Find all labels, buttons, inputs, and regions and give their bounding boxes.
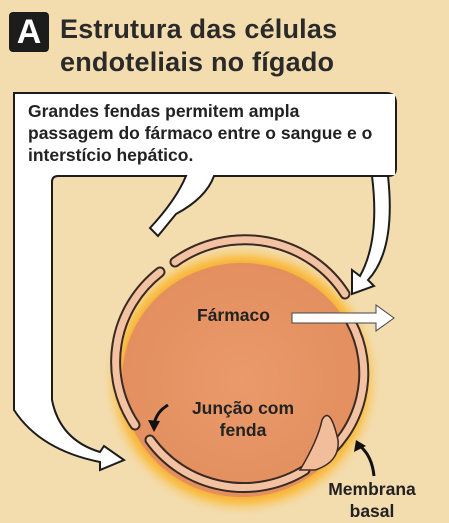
junction-label: Junção com fenda bbox=[191, 398, 295, 440]
drug-arrow bbox=[291, 304, 395, 332]
callout-tail-right bbox=[351, 175, 391, 296]
callout-text: Grandes fendas permitem ampla passagem d… bbox=[28, 101, 373, 165]
panel-title: Estrutura das células endoteliais no fíg… bbox=[60, 14, 338, 77]
cell-nucleus bbox=[298, 414, 339, 471]
panel-letter-badge: A bbox=[9, 12, 49, 52]
drug-label: Fármaco bbox=[197, 305, 270, 325]
membrane-label: Membrana basal bbox=[328, 479, 416, 521]
membrane-arrow bbox=[358, 444, 376, 477]
